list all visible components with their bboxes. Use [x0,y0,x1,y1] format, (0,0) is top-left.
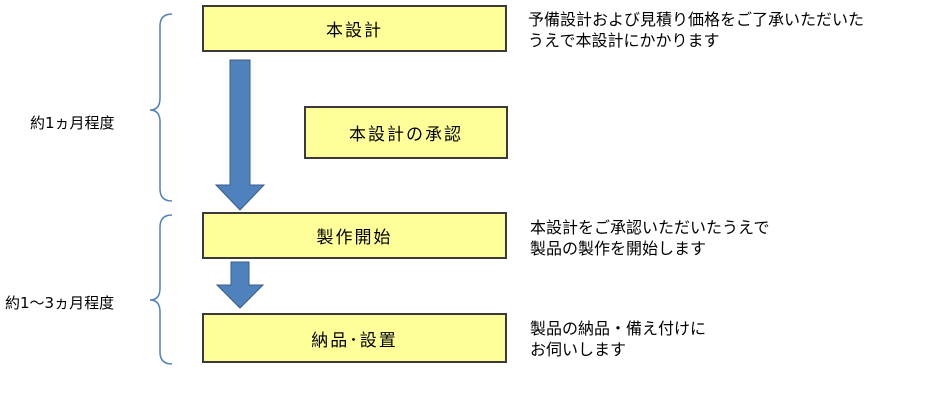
step-label: 製作開始 [316,228,393,248]
note-delivery: 製品の納品・備え付けに お伺いします [530,318,706,360]
note-line: 予備設計および見積り価格をご了承いただいた [528,10,865,29]
period-bracket-1 [149,13,173,202]
step-box-main-design: 本設計 [202,5,507,52]
note-line: お伺いします [530,340,627,359]
note-line: うえで本設計にかかります [528,31,720,50]
note-main-design: 予備設計および見積り価格をご了承いただいた うえで本設計にかかります [528,9,864,51]
period-label-1: 約1ヵ月程度 [30,114,115,132]
note-line: 製品の納品・備え付けに [530,319,707,338]
step-label: 納品･設置 [311,330,398,351]
step-box-delivery-installation: 納品･設置 [202,313,507,363]
step-label: 本設計の承認 [349,125,463,145]
flow-arrow-short [215,261,265,309]
note-production-start: 本設計をご承認いただいたうえで 製品の製作を開始します [530,217,770,259]
step-box-design-approval: 本設計の承認 [304,106,508,159]
note-line: 製品の製作を開始します [530,239,707,258]
step-label: 本設計 [326,21,383,41]
note-line: 本設計をご承認いただいたうえで [530,218,770,237]
flow-arrow-long [214,59,266,211]
step-box-production-start: 製作開始 [202,212,507,259]
period-bracket-2 [149,214,173,365]
period-label-2: 約1～3ヵ月程度 [5,294,115,312]
